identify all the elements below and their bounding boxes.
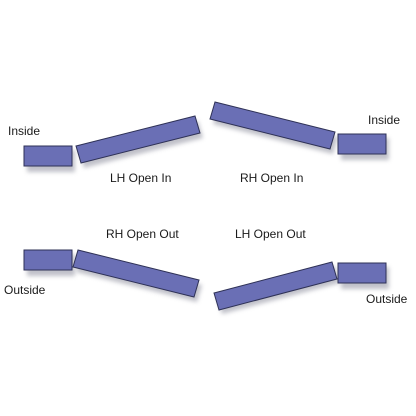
- wall-panel: [23, 249, 73, 271]
- rh-open-out-label: RH Open Out: [106, 227, 179, 241]
- outside-label: Outside: [4, 283, 46, 297]
- door-leaf: [209, 101, 336, 150]
- inside-label: Inside: [368, 113, 401, 127]
- lh-open-in-label: LH Open In: [110, 171, 172, 185]
- door-leaf: [72, 249, 200, 298]
- rh-open-out-diagram: [23, 249, 202, 302]
- rh-open-in-label: RH Open In: [240, 171, 304, 185]
- lh-open-out-label: LH Open Out: [235, 227, 306, 241]
- door-leaf: [213, 261, 338, 311]
- lh-open-in-diagram: [23, 115, 203, 172]
- wall-panel: [23, 145, 73, 167]
- lh-open-out-diagram: [213, 261, 389, 314]
- wall-panel: [337, 262, 387, 284]
- wall-panel: [337, 133, 387, 155]
- outside-label: Outside: [366, 292, 408, 306]
- rh-open-in-diagram: [209, 101, 389, 160]
- inside-label: Inside: [8, 124, 41, 138]
- door-leaf: [75, 115, 201, 164]
